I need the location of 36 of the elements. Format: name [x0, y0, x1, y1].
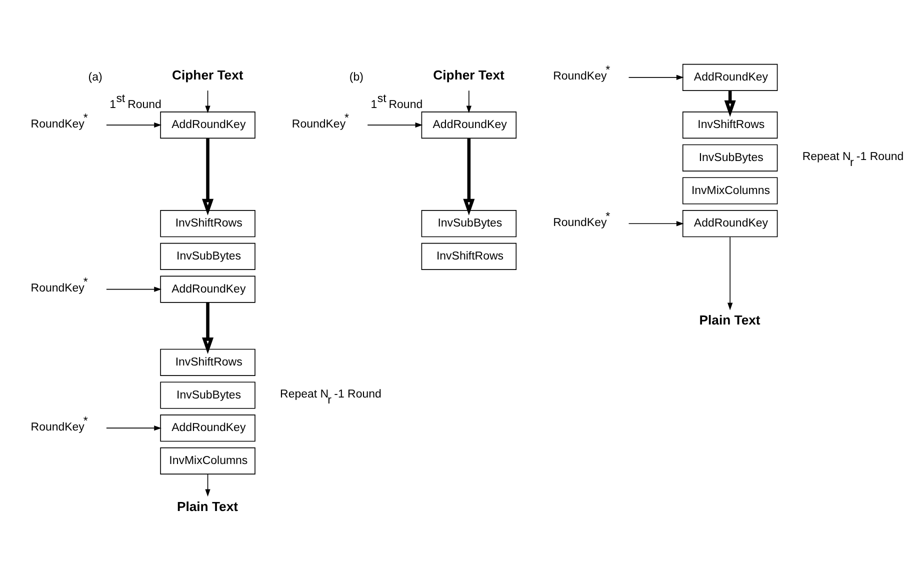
arrow [205, 90, 210, 113]
node-box: InvMixColumns [682, 176, 778, 204]
arrow [466, 90, 472, 113]
arrow [463, 138, 475, 215]
arrow [205, 473, 210, 496]
node-box: InvShiftRows [421, 242, 517, 270]
label: (b) [349, 70, 364, 83]
arrow [202, 138, 214, 215]
node-box: InvSubBytes [160, 381, 256, 408]
node-box: InvShiftRows [160, 210, 256, 237]
arrow [202, 302, 214, 354]
arrow [628, 220, 684, 226]
arrow [727, 236, 733, 310]
node-box: AddRoundKey [682, 210, 778, 237]
node-text: Cipher Text [433, 67, 504, 82]
arrow [106, 122, 162, 128]
node-box: AddRoundKey [682, 63, 778, 90]
node-box: AddRoundKey [160, 275, 256, 302]
node-box: InvSubBytes [682, 144, 778, 171]
arrow [628, 74, 684, 80]
node-box: InvShiftRows [682, 111, 778, 138]
node-text: Plain Text [699, 312, 760, 327]
node-box: InvShiftRows [160, 348, 256, 376]
node-box: InvMixColumns [160, 446, 256, 474]
node-box: AddRoundKey [160, 111, 256, 138]
arrow [724, 90, 736, 116]
node-text: Cipher Text [172, 67, 244, 82]
node-box: AddRoundKey [160, 414, 256, 442]
arrow [106, 425, 162, 430]
node-box: AddRoundKey [421, 111, 517, 138]
arrow [367, 122, 423, 128]
node-text: Plain Text [176, 498, 238, 514]
node-box: InvSubBytes [421, 210, 517, 237]
node-box: InvSubBytes [160, 242, 256, 270]
arrow [106, 286, 162, 292]
label: (a) [88, 70, 102, 83]
